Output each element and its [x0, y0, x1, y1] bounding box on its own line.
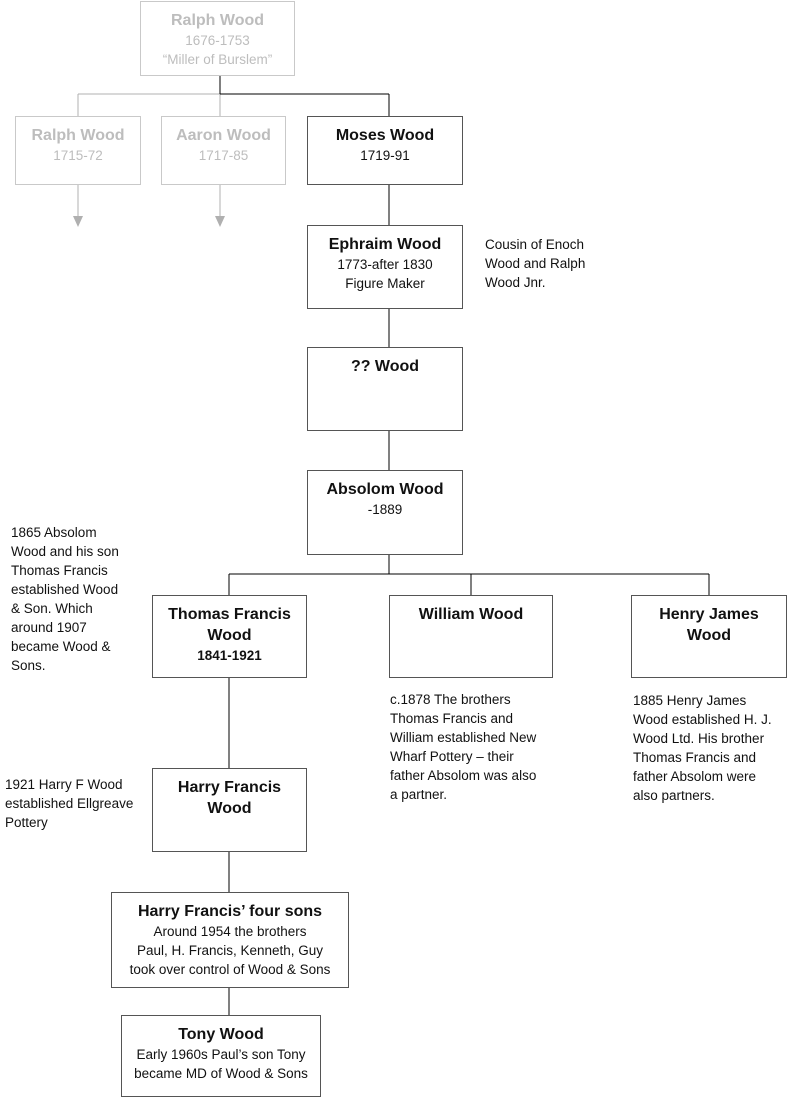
note-line: father Absolom was also: [390, 768, 537, 783]
note-line: Wood and Ralph: [485, 256, 586, 271]
note-absolom: 1865 Absolom Wood and his son Thomas Fra…: [11, 523, 119, 675]
person-name-line1: Thomas Francis: [168, 606, 291, 623]
person-ralph-wood: Ralph Wood 1715-72: [15, 116, 141, 185]
note-line: Wood established H. J.: [633, 712, 772, 727]
note-line: Wharf Pottery – their: [390, 749, 514, 764]
note-line: father Absolom were: [633, 769, 757, 784]
note-line: around 1907: [11, 620, 87, 635]
person-ralph-wood-senior: Ralph Wood 1676-1753 “Miller of Burslem”: [140, 1, 295, 76]
description-line: Paul, H. Francis, Kenneth, Guy: [136, 943, 324, 958]
note-harry: 1921 Harry F Wood established Ellgreave …: [5, 775, 133, 832]
note-line: Wood Ltd. His brother: [633, 731, 765, 746]
person-dates: 1676-1753: [185, 33, 250, 48]
note-line: a partner.: [390, 787, 448, 802]
note-line: became Wood &: [11, 639, 111, 654]
person-name: Ralph Wood: [170, 12, 265, 29]
note-henry: 1885 Henry James Wood established H. J. …: [633, 691, 772, 805]
person-harry-francis-sons: Harry Francis’ four sons Around 1954 the…: [111, 892, 349, 988]
lineage-connectors: [219, 76, 710, 1015]
note-william: c.1878 The brothers Thomas Francis and W…: [390, 690, 536, 804]
person-name: Absolom Wood: [326, 481, 444, 498]
note-ephraim: Cousin of Enoch Wood and Ralph Wood Jnr.: [485, 235, 585, 292]
note-line: Wood and his son: [11, 544, 119, 559]
note-line: 1885 Henry James: [633, 693, 747, 708]
note-line: Thomas Francis: [11, 563, 108, 578]
note-line: established Wood: [11, 582, 119, 597]
note-line: also partners.: [633, 788, 715, 803]
description-line: Around 1954 the brothers: [153, 924, 307, 939]
faded-connectors: [77, 93, 221, 216]
person-name: Moses Wood: [335, 127, 435, 144]
person-name-line1: Henry James: [659, 606, 759, 623]
person-ephraim-wood: Ephraim Wood 1773-after 1830 Figure Make…: [307, 225, 463, 309]
description-line: took over control of Wood & Sons: [129, 962, 331, 977]
person-name: Ephraim Wood: [328, 236, 442, 253]
note-line: c.1878 The brothers: [390, 692, 511, 707]
note-line: 1865 Absolom: [11, 525, 97, 540]
person-absolom-wood: Absolom Wood -1889: [307, 470, 463, 555]
note-line: Wood Jnr.: [485, 275, 546, 290]
person-dates: 1715-72: [53, 148, 103, 163]
person-name-line2: Wood: [207, 800, 252, 817]
description-line: Early 1960s Paul’s son Tony: [136, 1047, 306, 1062]
person-dates: -1889: [367, 502, 403, 517]
descendant-arrow-ralph: [73, 216, 83, 227]
person-name: Aaron Wood: [176, 127, 271, 144]
person-tony-wood: Tony Wood Early 1960s Paul’s son Tony be…: [121, 1015, 321, 1097]
person-moses-wood: Moses Wood 1719-91: [307, 116, 463, 185]
note-line: Thomas Francis and: [390, 711, 514, 726]
person-name: William Wood: [418, 606, 524, 623]
person-name-line2: Wood: [207, 627, 252, 644]
person-title: Figure Maker: [345, 276, 425, 291]
person-name: ?? Wood: [350, 358, 420, 375]
note-line: & Son. Which: [11, 601, 93, 616]
note-line: William established New: [390, 730, 537, 745]
person-henry-james-wood: Henry James Wood: [631, 595, 787, 678]
person-thomas-francis-wood: Thomas Francis Wood 1841-1921: [152, 595, 307, 678]
note-line: established Ellgreave: [5, 796, 134, 811]
descendant-arrow-aaron: [215, 216, 225, 227]
person-unknown-wood: ?? Wood: [307, 347, 463, 431]
person-name: Tony Wood: [178, 1026, 264, 1043]
person-dates: 1719-91: [360, 148, 410, 163]
note-line: 1921 Harry F Wood: [5, 777, 123, 792]
person-aaron-wood: Aaron Wood 1717-85: [161, 116, 286, 185]
person-william-wood: William Wood: [389, 595, 553, 678]
person-name: Harry Francis’ four sons: [137, 903, 323, 920]
person-dates: 1841-1921: [197, 648, 262, 663]
note-line: Pottery: [5, 815, 48, 830]
person-harry-francis-wood: Harry Francis Wood: [152, 768, 307, 852]
person-dates: 1773-after 1830: [337, 257, 433, 272]
person-name-line2: Wood: [686, 627, 732, 644]
person-name: Ralph Wood: [31, 127, 125, 144]
description-line: became MD of Wood & Sons: [134, 1066, 308, 1081]
person-dates: 1717-85: [198, 148, 249, 163]
note-line: Cousin of Enoch: [485, 237, 585, 252]
note-line: Sons.: [11, 658, 46, 673]
note-line: Thomas Francis and: [633, 750, 757, 765]
person-title: “Miller of Burslem”: [162, 52, 273, 67]
person-name-line1: Harry Francis: [177, 779, 282, 796]
